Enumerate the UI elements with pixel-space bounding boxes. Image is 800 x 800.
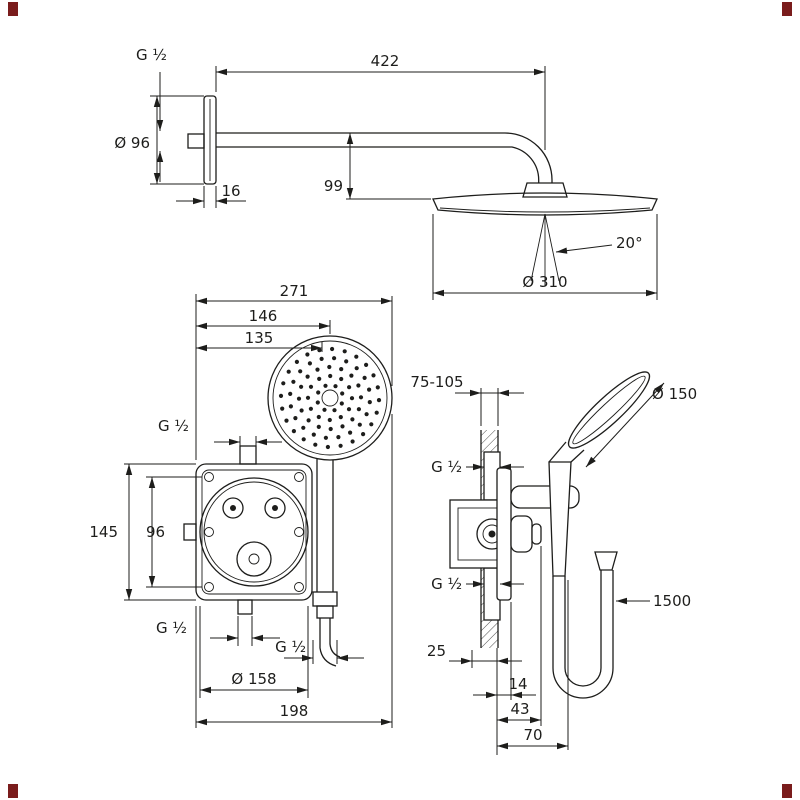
shower-arm [216, 132, 568, 198]
hand-shower-front [267, 335, 393, 667]
dim-thread-bottom: G ½ [156, 619, 187, 637]
hand-shower-side [548, 371, 651, 577]
dim-head-diameter: Ø 310 [522, 273, 567, 291]
dim-thread-top-side: G ½ [431, 458, 462, 476]
hose-cone-fitting [594, 551, 618, 571]
head-connector [522, 182, 568, 198]
mixer-front-view: 271 146 135 G ½ 145 96 [89, 282, 393, 728]
dimensions-side-view: 75-105 Ø 150 G ½ G ½ 1500 25 [410, 373, 697, 755]
dim-depth-handle: 70 [523, 726, 542, 744]
dim-hand-shower-diameter: Ø 150 [652, 385, 697, 403]
dim-hose-length: 1500 [653, 592, 691, 610]
side-port-stub [183, 523, 197, 541]
bottom-outlet-stub [237, 599, 253, 615]
screw-hole [204, 582, 214, 592]
corner-marker-top-right [782, 2, 792, 16]
dim-thread-hose: G ½ [275, 638, 306, 656]
dimensions-head-shower: 422 G ½ Ø 96 16 99 20° [114, 46, 658, 300]
dim-arm-length: 422 [371, 52, 400, 70]
dim-depth-box: 25 [427, 642, 446, 660]
dim-mounting-depth-range: 75-105 [410, 373, 463, 391]
dim-thread-bottom-side: G ½ [431, 575, 462, 593]
dim-width-hand-shower: 146 [249, 307, 278, 325]
head-shower-assembly-view: 422 G ½ Ø 96 16 99 20° [114, 46, 658, 300]
dim-height-ports: 96 [146, 523, 165, 541]
dim-width-overall: 271 [280, 282, 309, 300]
dim-thread-top: G ½ [158, 417, 189, 435]
spray-nozzle-dots [278, 346, 382, 450]
dimensions-front-view: 271 146 135 G ½ 145 96 [89, 282, 393, 728]
corner-marker-bottom-right [782, 784, 792, 798]
dim-flange-diameter: Ø 96 [114, 134, 150, 152]
spray-cone-lines [530, 213, 560, 286]
button-left [222, 497, 244, 519]
hose-fitting [312, 591, 338, 607]
dim-width-hose: 135 [245, 329, 274, 347]
screw-hole [204, 472, 214, 482]
top-supply-stub [239, 445, 257, 465]
dim-arm-height: 99 [324, 177, 343, 195]
dim-width-bottom: 198 [280, 702, 309, 720]
corner-marker-bottom-left [8, 784, 18, 798]
round-trim [199, 477, 309, 587]
dim-spray-angle: 20° [616, 234, 643, 252]
dim-depth-knob: 43 [510, 700, 529, 718]
screw-hole [204, 527, 214, 537]
hose [319, 618, 337, 667]
screw-hole [294, 582, 304, 592]
spray-face [267, 335, 393, 461]
shower-hose [552, 551, 618, 699]
dim-trim-diameter: Ø 158 [231, 670, 276, 688]
button-right [264, 497, 286, 519]
concealed-mixer-plate [183, 445, 313, 615]
corner-markers [8, 2, 792, 798]
hand-shower-handle [548, 461, 572, 577]
trim-plate-side [496, 467, 512, 601]
arm-inlet-stub [187, 133, 205, 149]
mixer-side-view: 75-105 Ø 150 G ½ G ½ 1500 25 [410, 371, 697, 755]
dim-arm-thread: G ½ [136, 46, 167, 64]
screw-hole [294, 527, 304, 537]
dim-flange-depth: 16 [221, 182, 240, 200]
wall-flange [187, 95, 217, 185]
head-shower [432, 192, 658, 216]
temperature-knob [236, 541, 272, 577]
knob-side [510, 515, 533, 553]
dim-height-overall: 145 [89, 523, 118, 541]
corner-marker-top-left [8, 2, 18, 16]
dim-depth-trim: 14 [508, 675, 527, 693]
screw-hole [294, 472, 304, 482]
